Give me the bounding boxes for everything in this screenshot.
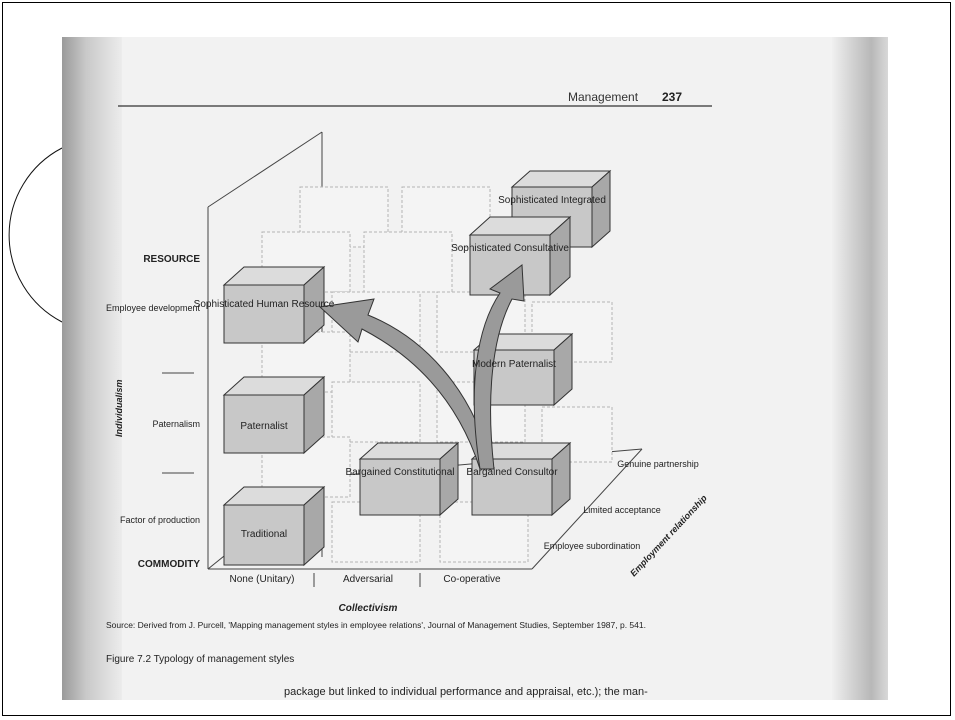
transition-arrows	[318, 264, 525, 470]
book-gutter-shadow	[62, 37, 122, 700]
label-sophisticated-consultative: Sophisticated Consultative	[451, 243, 569, 254]
scanned-book-page: Management 237	[62, 37, 888, 700]
y-level-dividers	[162, 372, 194, 474]
y-axis-label: Individualism	[114, 379, 124, 437]
label-bargained-consultor: Bargained Consultor	[466, 467, 558, 478]
y-level-bottom: COMMODITY	[138, 559, 201, 570]
diagram-canvas: Management 237	[106, 90, 712, 698]
solid-boxes	[222, 169, 612, 567]
label-sophisticated-integrated: Sophisticated Integrated	[498, 195, 606, 206]
label-traditional: Traditional	[241, 529, 287, 540]
header-section: Management	[568, 90, 639, 104]
depth-cat-genuine-partnership: Genuine partnership	[617, 459, 699, 469]
label-sophisticated-hr: Sophisticated Human Resource	[194, 299, 335, 310]
x-cat-none-unitary: None (Unitary)	[229, 574, 294, 585]
x-cat-co-operative: Co-operative	[443, 574, 501, 585]
header-page-number: 237	[662, 90, 682, 104]
y-level-paternalism: Paternalism	[152, 419, 200, 429]
caption-source: Source: Derived from J. Purcell, 'Mappin…	[106, 620, 646, 630]
x-cat-adversarial: Adversarial	[343, 574, 393, 585]
y-level-employee-development: Employee development	[106, 303, 201, 313]
label-paternalist: Paternalist	[240, 421, 287, 432]
y-level-top: RESOURCE	[143, 254, 200, 265]
depth-cat-limited-acceptance: Limited acceptance	[583, 505, 661, 515]
caption-figure: Figure 7.2 Typology of management styles	[106, 654, 294, 665]
label-bargained-constitutional: Bargained Constitutional	[346, 467, 455, 478]
body-text-line: package but linked to individual perform…	[284, 686, 648, 698]
label-modern-paternalist: Modern Paternalist	[472, 359, 556, 370]
depth-cat-employee-subordination: Employee subordination	[544, 541, 641, 551]
x-cat-dividers	[313, 573, 421, 587]
page-edge-shadow	[832, 37, 888, 700]
y-level-factor-of-production: Factor of production	[120, 515, 200, 525]
x-axis-label: Collectivism	[339, 603, 398, 614]
